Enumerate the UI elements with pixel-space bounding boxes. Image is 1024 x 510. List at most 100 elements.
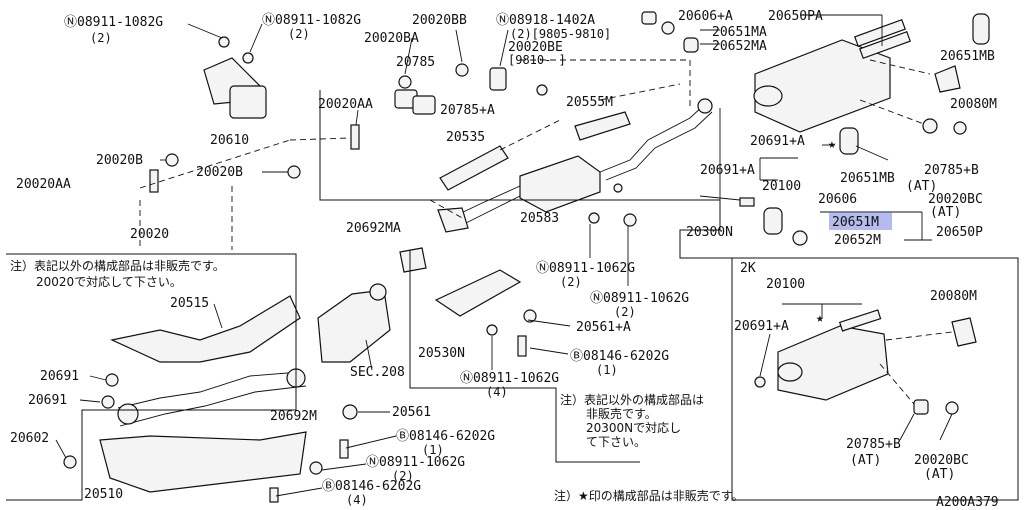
label-20020bb: 20020BB: [412, 13, 467, 28]
front-pipe-20020: [63, 295, 358, 503]
label-20020b-b: 20020B: [196, 165, 243, 180]
label-20020: 20020: [130, 227, 169, 242]
label-20020bc-top: 20020BC: [928, 192, 983, 207]
label-20650pa: 20650PA: [768, 9, 823, 24]
label-20606a: 20606+A: [678, 9, 733, 24]
label-20100-top: 20100: [762, 179, 801, 194]
label-20691-a: 20691: [40, 369, 79, 384]
label-20080m-top: 20080M: [950, 97, 997, 112]
label-2k-20691a: 20691+A: [734, 319, 789, 334]
label-2k-20080m: 20080M: [930, 289, 977, 304]
bracket-20610: [203, 57, 267, 119]
label-20651m: 20651M: [832, 215, 879, 230]
label-20555m: 20555M: [566, 95, 613, 110]
label-20561: 20561: [392, 405, 431, 420]
label-08146-6202g-c: Ⓑ08146-6202G: [322, 479, 421, 494]
label-08146-6202g-a: Ⓑ08146-6202G: [570, 349, 669, 364]
label-20651mb-top: 20651MB: [940, 49, 995, 64]
label-20020ba: 20020BA: [364, 31, 419, 46]
label-08146-6202g-b-qty: (1): [422, 443, 444, 457]
part-labels: Ⓝ08911-1082G (2) Ⓝ08911-1082G (2) 20020B…: [10, 9, 999, 510]
label-20300n: 20300N: [686, 225, 733, 240]
label-08911-1062g-a-qty: (2): [560, 275, 582, 289]
label-20606: 20606: [818, 192, 857, 207]
label-20583: 20583: [520, 211, 559, 226]
note2-line3: 20300Nで対応し: [586, 421, 681, 435]
note2-line4: て下さい。: [586, 435, 646, 449]
label-20691a-mid: 20691+A: [700, 163, 755, 178]
stud-bolts: [149, 124, 360, 193]
label-20020aa: 20020AA: [318, 97, 373, 112]
note3: 注）★印の構成部品は非販売です。: [554, 488, 744, 503]
label-20691a-top: 20691+A: [750, 134, 805, 149]
heat-shields: [434, 111, 631, 317]
catalytic-converter: [317, 283, 391, 363]
label-20020b-a: 20020B: [96, 153, 143, 168]
note2-line1: 注）表記以外の構成部品は: [560, 392, 704, 407]
label-08911-1082g-a: Ⓝ08911-1082G: [64, 15, 163, 30]
label-20561a: 20561+A: [576, 320, 631, 335]
label-08918-1402a: Ⓝ08918-1402A: [496, 13, 595, 28]
label-08911-1062g-c: Ⓝ08911-1062G: [460, 371, 559, 386]
label-qty-a: (2): [90, 31, 112, 45]
star-mark-2k: ★: [816, 311, 824, 326]
label-20610: 20610: [210, 133, 249, 148]
label-20650p: 20650P: [936, 225, 983, 240]
label-20785: 20785: [396, 55, 435, 70]
label-20691-b: 20691: [28, 393, 67, 408]
label-at-2: (AT): [930, 205, 961, 220]
leader-lines: [55, 14, 953, 497]
label-08911-1062g-d: Ⓝ08911-1062G: [366, 455, 465, 470]
label-08911-1082g-b: Ⓝ08911-1082G: [262, 13, 361, 28]
label-2k-at-2: (AT): [924, 467, 955, 482]
label-20020aa-b: 20020AA: [16, 177, 71, 192]
label-20530n: 20530N: [418, 346, 465, 361]
hanger-rubbers-right: [641, 11, 990, 246]
label-20651mb-mid: 20651MB: [840, 171, 895, 186]
label-08911-1062g-b-qty: (2): [614, 305, 636, 319]
label-20535: 20535: [446, 130, 485, 145]
label-08146-6202g-c-qty: (4): [346, 493, 368, 507]
label-qty-b: (2): [288, 27, 310, 41]
label-20652ma: 20652MA: [712, 39, 767, 54]
note1-line1: 注）表記以外の構成部品は非販売です。: [10, 258, 225, 273]
gaskets-middle: [399, 212, 637, 357]
label-20510: 20510: [84, 487, 123, 502]
label-20020be-date: [9810- ]: [508, 53, 566, 67]
label-08146-6202g-a-qty: (1): [596, 363, 618, 377]
label-20651ma: 20651MA: [712, 25, 767, 40]
diagram-code: A200A379: [936, 495, 999, 510]
center-pipe-20300n: [437, 98, 713, 233]
label-2k-20785b: 20785+B: [846, 437, 901, 452]
label-20692m: 20692M: [270, 409, 317, 424]
label-2k-at-1: (AT): [850, 453, 881, 468]
label-08911-1062g-c-qty: (4): [486, 385, 508, 399]
label-20785a: 20785+A: [440, 103, 495, 118]
label-20515: 20515: [170, 296, 209, 311]
label-20652m: 20652M: [834, 233, 881, 248]
muffler-2k: [754, 309, 977, 415]
note1-line2: 20020で対応して下さい。: [36, 275, 182, 289]
star-mark: ★: [828, 137, 836, 152]
label-2k: 2K: [740, 261, 756, 276]
highlight-20651m: [829, 212, 892, 230]
nut-08911-1082g: [218, 36, 254, 64]
label-20692ma: 20692MA: [346, 221, 401, 236]
label-08911-1062g-b: Ⓝ08911-1062G: [590, 291, 689, 306]
label-2k-20100: 20100: [766, 277, 805, 292]
mount-20020ba: [394, 75, 436, 115]
hanger-20785: [455, 63, 548, 96]
label-08918-qty: (2)[9805-9810]: [510, 27, 611, 41]
rear-muffler: [753, 18, 911, 133]
label-20020be: 20020BE: [508, 40, 563, 55]
frames: [6, 90, 1019, 501]
label-2k-20020bc: 20020BC: [914, 453, 969, 468]
label-sec208: SEC.208: [350, 365, 405, 380]
label-08911-1062g-a: Ⓝ08911-1062G: [536, 261, 635, 276]
label-08146-6202g-b: Ⓑ08146-6202G: [396, 429, 495, 444]
label-20602: 20602: [10, 431, 49, 446]
label-20785b-top: 20785+B: [924, 163, 979, 178]
label-at-1: (AT): [906, 179, 937, 194]
label-08911-1062g-d-qty: (2): [392, 469, 414, 483]
